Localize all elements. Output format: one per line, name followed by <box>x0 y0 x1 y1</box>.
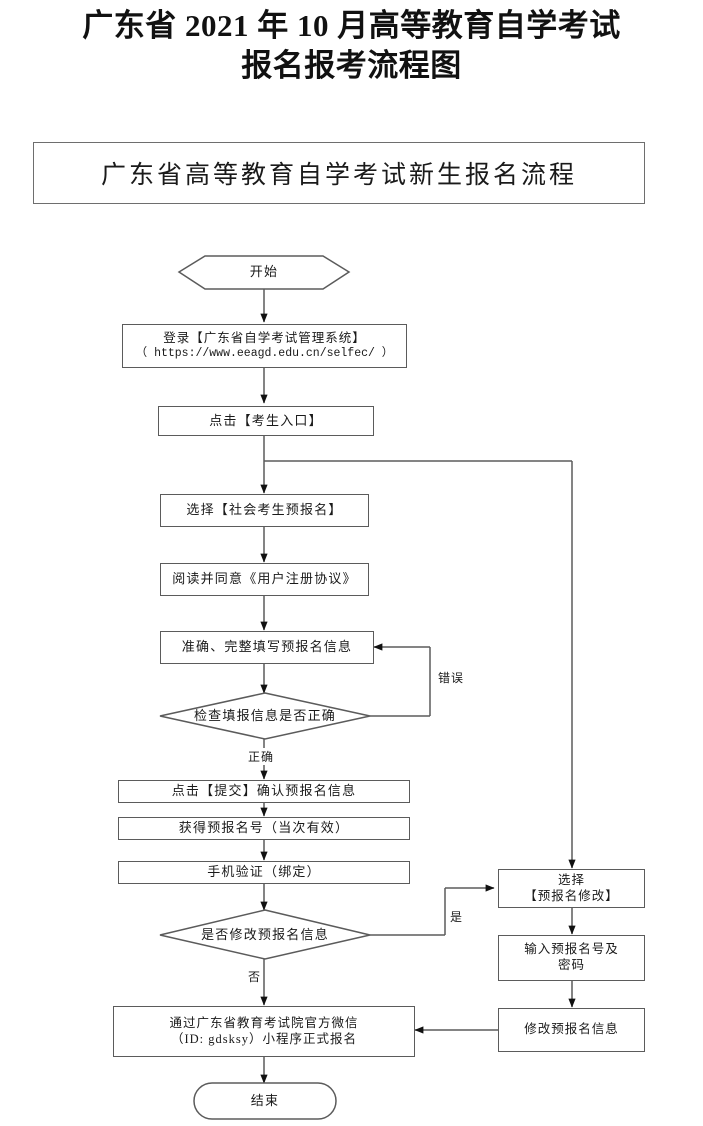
node-inputnumber-label-line-1: 输入预报名号及 <box>524 942 619 957</box>
node-modifyask-label: 是否修改预报名信息 <box>201 926 329 942</box>
shape-checkinfo-diamond <box>159 692 371 740</box>
node-login-label-line-1: 登录【广东省自学考试管理系统】 <box>163 331 366 345</box>
node-agreement[interactable]: 阅读并同意《用户注册协议》 <box>160 563 369 596</box>
shape-modifyask-diamond <box>159 909 371 960</box>
page-title-line-1: 广东省 2021 年 10 月高等教育自学考试 <box>82 8 621 43</box>
edge-label-correct: 正确 <box>247 748 276 765</box>
shape-start-hexagon <box>177 255 351 290</box>
node-checkinfo-label: 检查填报信息是否正确 <box>193 707 336 723</box>
node-entry[interactable]: 点击【考生入口】 <box>158 406 374 436</box>
page-title: 广东省 2021 年 10 月高等教育自学考试 报名报考流程图 <box>0 6 703 86</box>
subtitle-box: 广东省高等教育自学考试新生报名流程 <box>33 142 645 204</box>
node-prereg-label: 选择【社会考生预报名】 <box>186 502 343 518</box>
edge-label-error: 错误 <box>437 669 466 686</box>
node-end[interactable]: 结束 <box>194 1083 336 1119</box>
edge-label-yes: 是 <box>449 908 465 925</box>
node-fillinfo-label: 准确、完整填写预报名信息 <box>181 639 353 655</box>
node-login-label-line-2: （ https://www.eeagd.edu.cn/selfec/ ） <box>135 346 394 360</box>
node-start[interactable]: 开始 <box>179 256 349 289</box>
node-checkinfo[interactable]: 检查填报信息是否正确 <box>160 701 370 731</box>
node-inputnumber-label-line-2: 密码 <box>557 958 585 972</box>
node-prereg[interactable]: 选择【社会考生预报名】 <box>160 494 369 527</box>
shape-end-stadium <box>193 1082 337 1120</box>
node-selectmodify[interactable]: 选择 【预报名修改】 <box>498 869 645 908</box>
subtitle-text: 广东省高等教育自学考试新生报名流程 <box>100 162 577 189</box>
node-wechat[interactable]: 通过广东省教育考试院官方微信 （ID: gdsksy）小程序正式报名 <box>113 1006 415 1057</box>
node-getnumber[interactable]: 获得预报名号（当次有效） <box>118 817 410 840</box>
node-wechat-label-line-2: （ID: gdsksy）小程序正式报名 <box>170 1031 358 1046</box>
node-end-label: 结束 <box>250 1092 280 1108</box>
node-selectmodify-label-line-1: 选择 <box>557 872 585 887</box>
node-modifyinfo-label: 修改预报名信息 <box>524 1022 619 1037</box>
node-modifyinfo[interactable]: 修改预报名信息 <box>498 1008 645 1052</box>
node-selectmodify-label-line-2: 【预报名修改】 <box>524 888 619 903</box>
node-agreement-label: 阅读并同意《用户注册协议》 <box>172 571 357 587</box>
node-wechat-label-line-1: 通过广东省教育考试院官方微信 <box>169 1015 359 1030</box>
node-login[interactable]: 登录【广东省自学考试管理系统】 （ https://www.eeagd.edu.… <box>122 324 407 368</box>
node-submit-label: 点击【提交】确认预报名信息 <box>171 783 357 799</box>
node-submit[interactable]: 点击【提交】确认预报名信息 <box>118 780 410 803</box>
node-modifyask[interactable]: 是否修改预报名信息 <box>160 920 370 950</box>
node-fillinfo[interactable]: 准确、完整填写预报名信息 <box>160 631 374 664</box>
node-entry-label: 点击【考生入口】 <box>209 412 323 428</box>
node-start-label: 开始 <box>249 264 279 280</box>
page-title-line-2: 报名报考流程图 <box>241 48 462 83</box>
node-phoneverify-label: 手机验证（绑定） <box>207 864 321 880</box>
edge-label-no: 否 <box>247 968 263 985</box>
node-phoneverify[interactable]: 手机验证（绑定） <box>118 861 410 884</box>
node-getnumber-label: 获得预报名号（当次有效） <box>178 820 350 836</box>
node-inputnumber[interactable]: 输入预报名号及 密码 <box>498 935 645 981</box>
